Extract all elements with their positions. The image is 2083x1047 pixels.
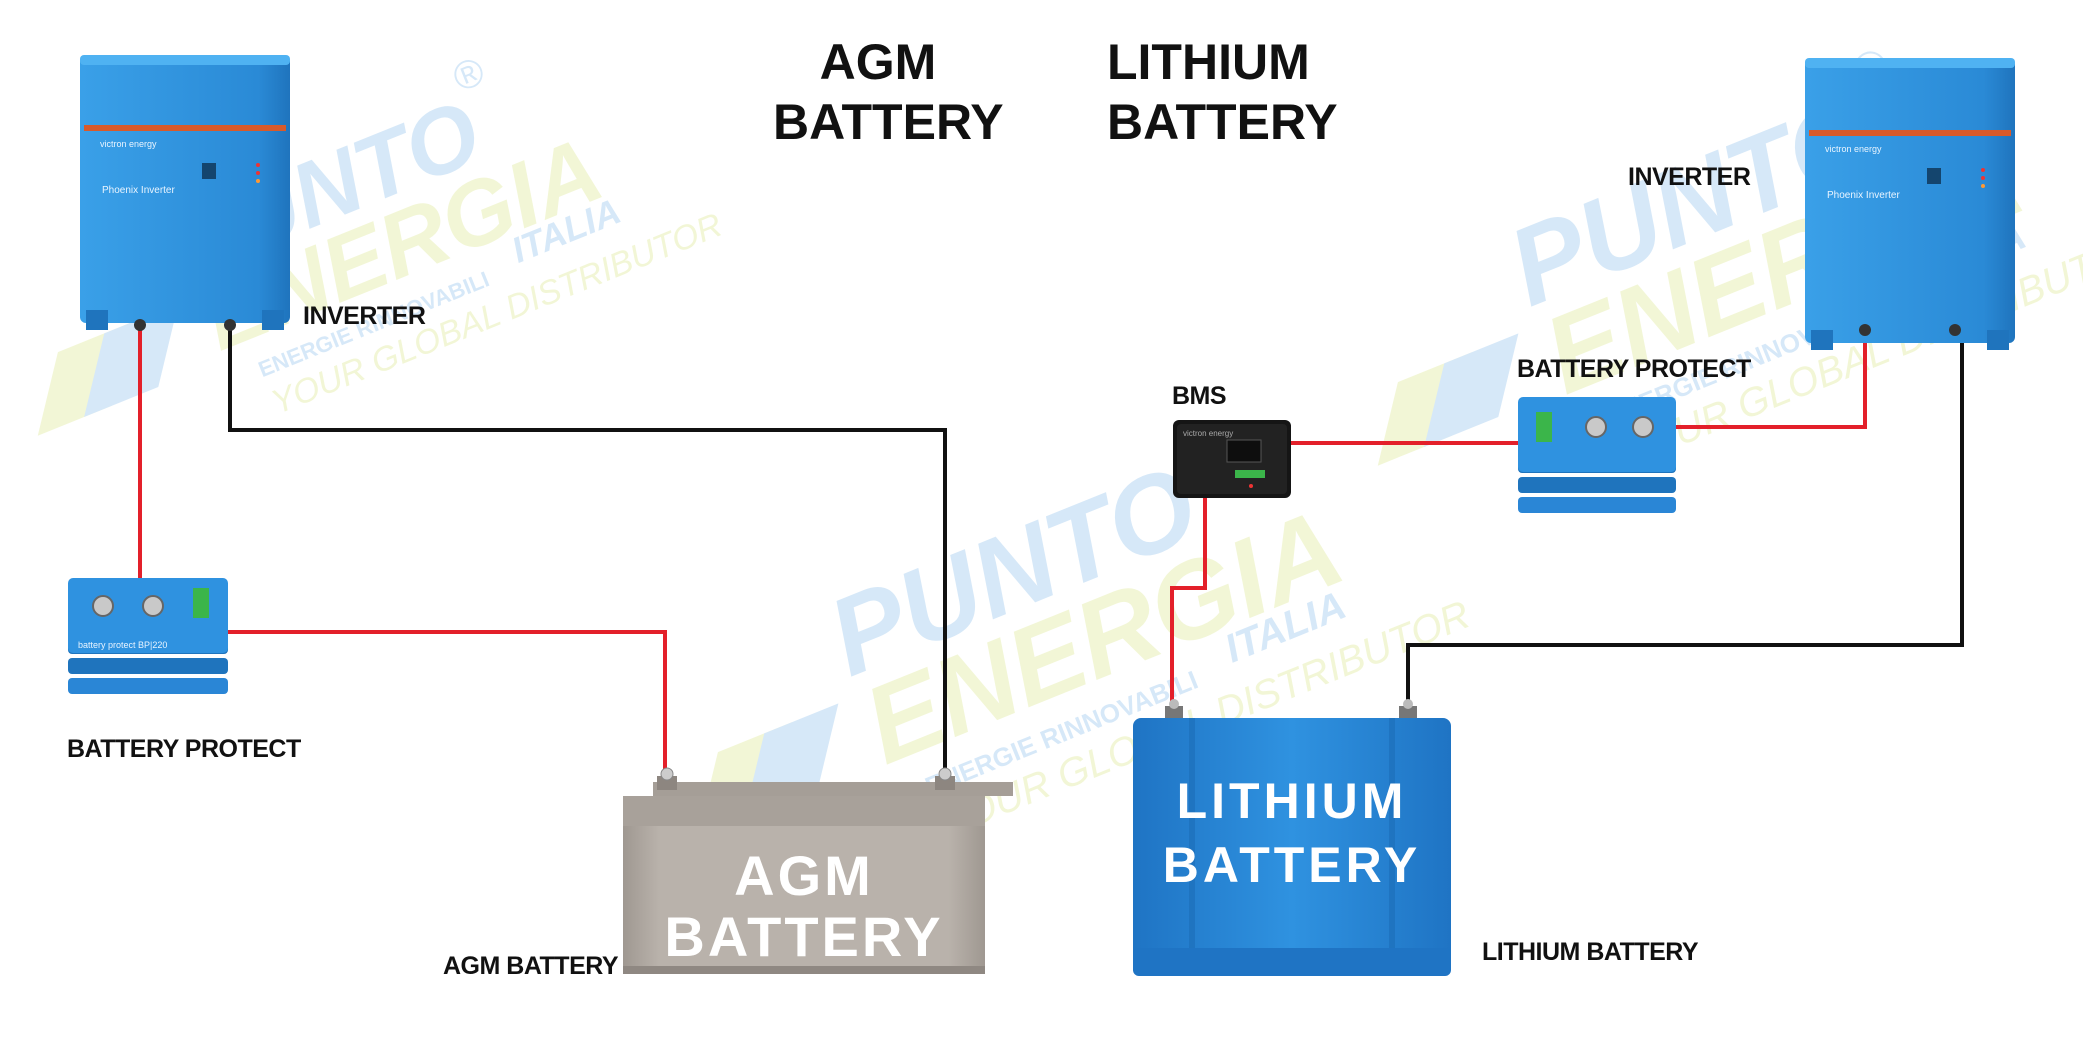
lithium-battery-text-line2: BATTERY <box>1163 837 1422 893</box>
label-agm-battery: AGM BATTERY <box>443 952 619 980</box>
agm-battery: AGM BATTERY <box>623 767 1013 974</box>
agm-heading-line1: AGM <box>819 34 937 90</box>
lithium-heading: LITHIUM BATTERY <box>1107 32 1347 152</box>
bp-model-label: battery protect BP|220 <box>78 640 167 650</box>
agm-heading-line2: BATTERY <box>773 94 1004 150</box>
wire-right-inverter-to-lithium-negative <box>1406 322 1964 705</box>
inverter-model-label: Phoenix Inverter <box>102 185 175 196</box>
label-lithium-battery: LITHIUM BATTERY <box>1482 938 1699 966</box>
lithium-battery-text-line1: LITHIUM <box>1177 773 1408 829</box>
lithium-heading-line1: LITHIUM <box>1107 34 1310 90</box>
label-battery-protect-right: BATTERY PROTECT <box>1517 355 1751 383</box>
wire-left-bp-to-agm-positive <box>225 630 667 785</box>
wire-right-inverter-to-bp-positive <box>1675 330 1867 429</box>
label-inverter-right: INVERTER <box>1628 163 1751 191</box>
agm-battery-text-line2: BATTERY <box>664 905 943 968</box>
wire-right-bms-to-lithium-positive <box>1170 498 1207 705</box>
label-battery-protect-left: BATTERY PROTECT <box>67 735 301 763</box>
agm-heading: AGM BATTERY <box>773 32 1004 152</box>
label-inverter-left: INVERTER <box>303 302 426 330</box>
bms-brand-label: victron energy <box>1183 429 1233 438</box>
svg-text:Phoenix Inverter: Phoenix Inverter <box>1827 190 1900 201</box>
bms-module: victron energy <box>1173 420 1291 498</box>
wire-left-inverter-to-agm-negative <box>228 325 947 785</box>
label-bms: BMS <box>1172 382 1227 410</box>
lithium-battery: LITHIUM BATTERY <box>1133 699 1451 976</box>
lithium-heading-line2: BATTERY <box>1107 94 1338 150</box>
inverter-brand-label: victron energy <box>100 139 157 149</box>
inverter-right: victron energy Phoenix Inverter <box>1805 58 2015 350</box>
agm-battery-text-line1: AGM <box>734 844 874 907</box>
inverter-left: victron energy Phoenix Inverter <box>80 55 290 331</box>
wires <box>138 322 1964 785</box>
svg-text:victron energy: victron energy <box>1825 144 1882 154</box>
battery-protect-right <box>1518 397 1676 513</box>
battery-protect-left: battery protect BP|220 <box>68 578 228 694</box>
